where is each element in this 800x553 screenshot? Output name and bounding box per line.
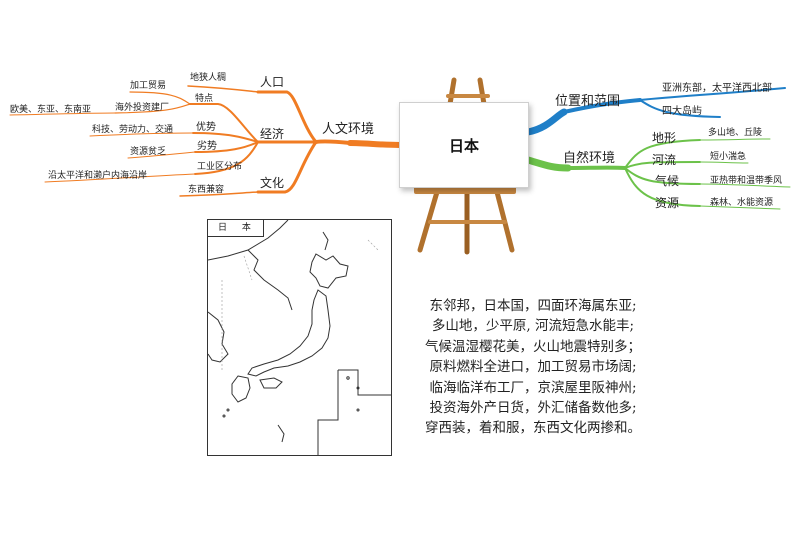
mnemonic-line: 气候温湿樱花美，火山地震特别多；: [425, 338, 641, 355]
branch-renkou: [256, 90, 318, 144]
detail-heliu: 短小湍急: [710, 152, 747, 162]
branch-weizhi-item-2: [639, 99, 721, 118]
label-ziyuan: 资源: [655, 196, 680, 210]
mnemonic-verse: 东邻邦，日本国，四面环海属东亚; 多山地，少平原, 河流短急水能丰; 气候温湿樱…: [408, 296, 658, 439]
branch-title-weizhi: 位置和范围: [555, 94, 621, 109]
branch-renkou-item: [187, 85, 259, 93]
branch-regions: [9, 112, 116, 116]
branch-qihou: [624, 167, 701, 185]
center-title: 日本: [448, 136, 479, 155]
mnemonic-line: 东邻邦，日本国，四面环海属东亚;: [429, 298, 637, 314]
item-four-islands: 四大岛屿: [662, 106, 702, 117]
detail-qihou: 亚热带和温带季风: [710, 176, 783, 186]
branch-youshi-detail: [89, 132, 194, 137]
item-jiagong-maoyi: 加工贸易: [130, 81, 167, 91]
mnemonic-line: 穿西装，着和服，东西文化两掺和。: [425, 420, 641, 437]
center-board: 日本: [399, 102, 529, 188]
map-title: 日 本: [218, 223, 257, 233]
japan-outline-icon: [208, 220, 391, 455]
branch-ziran: [524, 156, 572, 172]
branch-weizhi-label-line: [562, 98, 642, 114]
branch-qihou-detail: [699, 183, 791, 188]
japan-outline-map: 日 本: [207, 219, 392, 456]
branch-touzi: [114, 103, 191, 114]
map-title-box: 日 本: [208, 220, 264, 237]
label-youshi: 优势: [196, 122, 216, 133]
label-jingji: 经济: [260, 127, 285, 141]
label-tedian: 特点: [195, 94, 214, 104]
branch-ziyuan: [624, 167, 701, 207]
branch-fenbu: [194, 141, 259, 175]
label-lieshi: 劣势: [197, 141, 217, 152]
branch-youshi: [192, 132, 259, 143]
detail-youshi: 科技、劳动力、交通: [92, 125, 174, 135]
mnemonic-line: 投资海外产日货，外汇储备数他多;: [429, 400, 637, 417]
detail-ziyuan: 森林、水能资源: [710, 198, 774, 208]
branch-weizhi-item-1: [639, 87, 786, 101]
mnemonic-line: 原料燃料全进口，加工贸易市场阔;: [429, 359, 637, 376]
mnemonic-line: 临海临洋布工厂，京滨屋里阪神州;: [429, 379, 637, 396]
detail-fenbu: 沿太平洋和濑户内海沿岸: [48, 171, 148, 181]
item-dongxi-jianrong: 东西兼容: [188, 185, 225, 195]
branch-lieshi: [194, 141, 259, 153]
label-wenhua: 文化: [260, 176, 285, 190]
item-regions: 欧美、东亚、东南亚: [10, 105, 92, 115]
label-heliu: 河流: [652, 153, 677, 167]
label-qihou: 气候: [655, 174, 680, 188]
branch-title-renwen: 人文环境: [322, 122, 375, 137]
label-fenbu: 工业区分布: [197, 162, 243, 172]
branch-ziyuan-detail: [699, 205, 781, 210]
mnemonic-line: 多山地，少平原, 河流短急水能丰;: [431, 318, 635, 335]
branch-dixing-detail: [699, 138, 771, 141]
branch-tedian: [189, 103, 259, 143]
branch-renwen-label-line: [314, 139, 352, 145]
branch-dixing: [624, 139, 701, 169]
detail-dixing: 多山地、丘陵: [708, 128, 763, 138]
branch-title-ziran: 自然环境: [563, 151, 616, 166]
branch-weizhi: [524, 108, 568, 136]
item-haiwai-touzi: 海外投资建厂: [115, 103, 170, 113]
branch-heliu-detail: [699, 161, 749, 164]
item-position: 亚洲东部，太平洋西北部: [662, 83, 772, 94]
branch-heliu: [624, 161, 701, 169]
label-dixing: 地形: [652, 131, 677, 145]
branch-lieshi-detail: [127, 151, 196, 159]
branch-renwen: [347, 140, 403, 148]
detail-lieshi: 资源贫乏: [130, 147, 167, 157]
branch-wenhua-item: [179, 191, 259, 197]
label-renkou: 人口: [260, 75, 285, 89]
branch-jiagong: [129, 91, 191, 105]
item-dixia-renchou: 地狭人稠: [190, 73, 227, 83]
branch-fenbu-detail: [44, 173, 196, 183]
branch-wenhua: [256, 140, 318, 194]
